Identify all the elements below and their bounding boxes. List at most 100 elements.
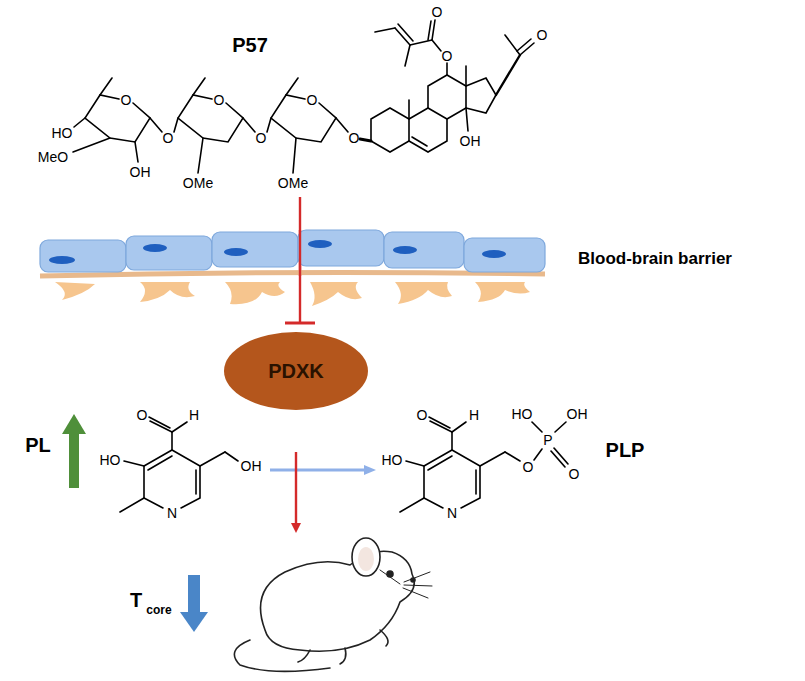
p57-structure-part <box>446 63 448 75</box>
p57-structure-part <box>428 21 431 40</box>
atom-label: O <box>163 131 174 145</box>
increase-arrow <box>62 414 86 488</box>
p57-structure-part <box>466 108 468 131</box>
atom-label: OMe <box>183 176 213 190</box>
plp-structure-part <box>532 422 542 432</box>
atom-label: O <box>537 28 548 42</box>
plp-structure-part <box>424 450 480 508</box>
pl-structure-part <box>124 461 144 466</box>
p57-structure-part <box>174 118 178 132</box>
nuclei-part <box>393 246 417 254</box>
p57-structure <box>73 20 534 173</box>
plp-structure-part <box>451 432 453 450</box>
inhibition-arrow-part <box>285 322 315 325</box>
pl-structure-part <box>120 498 144 512</box>
astrocyte-feet-part <box>310 282 362 306</box>
atom-label: H <box>469 408 479 422</box>
mouse-illustration <box>234 538 432 671</box>
p57-structure-part <box>150 118 162 132</box>
mouse-illustration-part <box>358 547 374 571</box>
p57-structure-part <box>395 28 410 45</box>
p57-structure-part <box>408 100 410 119</box>
p57-structure-part <box>466 78 496 113</box>
astrocyte-feet-part <box>55 282 95 300</box>
mouse-illustration-part <box>298 630 388 664</box>
plp-structure-part <box>428 456 452 470</box>
enzyme-name: PDXK <box>268 360 324 383</box>
astrocyte-feet-part <box>225 282 285 304</box>
p57-structure-part <box>432 40 441 51</box>
pl-structure-part <box>149 417 170 428</box>
plp-structure-part <box>475 470 477 494</box>
p57-structure-part <box>505 35 520 55</box>
plp-structure-part <box>505 452 520 461</box>
ellipse-shape <box>224 332 368 410</box>
temperature-label: T <box>130 590 142 610</box>
plp-structure-part <box>406 461 424 466</box>
astrocyte-feet-part <box>475 282 530 302</box>
enzyme-ellipse: PDXK <box>223 331 369 411</box>
atom-label: MeO <box>38 150 68 164</box>
pl-structure-part <box>148 456 172 470</box>
atom-label: O <box>417 408 428 422</box>
endothelial-cells-part <box>40 240 126 272</box>
nuclei-part <box>49 256 75 264</box>
decrease-arrow-part <box>188 575 200 615</box>
p57-structure-part <box>428 75 466 119</box>
compound-name: PLP <box>606 440 645 460</box>
mouse-illustration-part <box>261 551 415 651</box>
atom-label: HO <box>382 453 403 467</box>
atom-label: OH <box>460 134 481 148</box>
plp-structure-part <box>551 451 565 467</box>
mouse-illustration-part <box>352 538 380 576</box>
p57-structure-part <box>432 20 435 40</box>
endothelial-cells-part <box>126 236 212 270</box>
decrease-arrow <box>180 575 208 632</box>
p57-structure-part <box>371 108 409 152</box>
plp-structure-part <box>429 417 450 428</box>
compound-name: P57 <box>232 35 268 55</box>
p57-structure-part <box>293 138 296 173</box>
decrease-arrow-part <box>180 612 208 632</box>
plp-structure-part <box>400 498 424 512</box>
compound-name: PL <box>25 435 51 455</box>
p57-structure-part <box>74 118 85 127</box>
blood-brain-barrier <box>40 230 545 306</box>
pl-structure-part <box>171 432 173 450</box>
p57-structure-part <box>409 108 447 152</box>
atom-label: N <box>167 506 177 520</box>
atom-label: OMe <box>278 176 308 190</box>
inhibition-arrow-part <box>299 197 301 322</box>
atom-label: O <box>569 467 580 481</box>
plp-structure-part <box>452 422 466 432</box>
atom-label: HO <box>512 407 533 421</box>
p57-structure-part <box>73 138 110 152</box>
astrocyte-feet <box>55 282 530 306</box>
plp-structure-part <box>480 452 505 466</box>
blood-brain-barrier-part <box>40 272 545 276</box>
nuclei-part <box>482 250 506 258</box>
endothelial-cells-part <box>384 232 464 268</box>
atom-label: P <box>543 433 552 447</box>
increase-arrow-part <box>62 414 86 434</box>
p57-structure-part <box>243 118 255 132</box>
conversion-arrow <box>270 469 370 472</box>
atom-label: O <box>214 93 225 107</box>
mouse-illustration-part <box>380 570 432 598</box>
atom-label: HO <box>100 453 121 467</box>
p57-structure-part <box>286 78 298 95</box>
atom-label: O <box>349 131 360 145</box>
atom-label: OH <box>241 459 262 473</box>
atom-label: OH <box>567 407 588 421</box>
inhibition-arrow-over <box>299 230 301 276</box>
p57-structure-part <box>135 142 138 162</box>
pl-structure-part <box>144 450 200 508</box>
p57-structure-part <box>193 78 205 95</box>
plp-structure-part <box>555 422 566 432</box>
astrocyte-feet-part <box>395 282 452 304</box>
pl-structure-part <box>225 452 238 461</box>
p57-structure-part <box>85 95 150 142</box>
atom-label: O <box>523 460 534 474</box>
endothelial-cells <box>40 230 545 272</box>
